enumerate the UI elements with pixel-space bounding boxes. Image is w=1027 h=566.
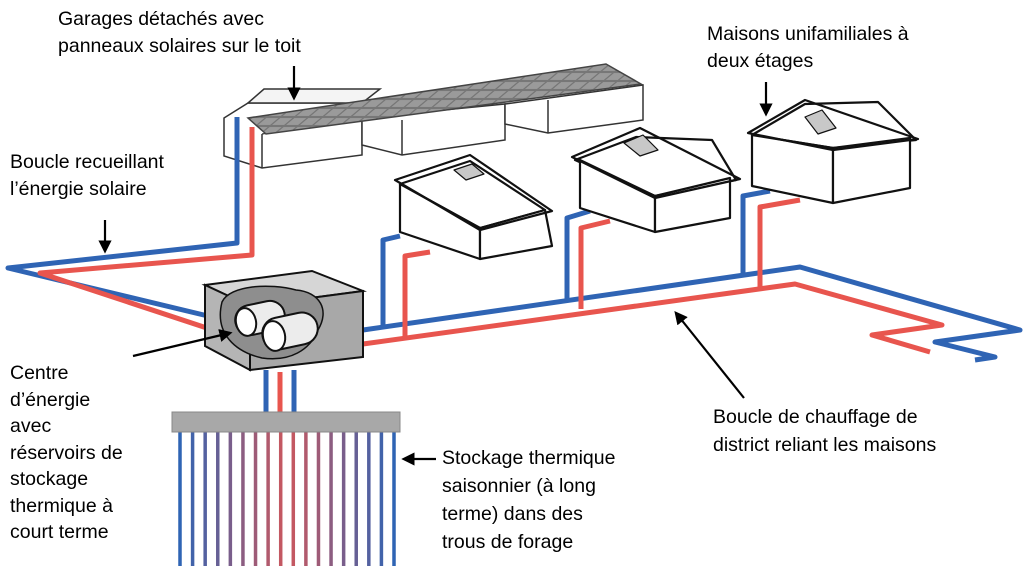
house-1-skylight bbox=[453, 163, 485, 181]
solar-loop-pipes bbox=[5, 117, 255, 336]
district-loop-hot-pipe bbox=[362, 281, 945, 355]
borehole-field bbox=[171, 411, 401, 566]
house-3-cold-riser bbox=[740, 188, 771, 273]
garages-label: Garages détachés avec panneaux solaires … bbox=[58, 8, 301, 57]
district-loop-pipes bbox=[362, 188, 1023, 363]
district-loop-cold-pipe bbox=[362, 264, 1023, 363]
houses-label: Maisons unifamiliales à deux étages bbox=[707, 23, 909, 72]
house-1-hot-riser bbox=[402, 249, 431, 340]
borehole-header-bar bbox=[171, 411, 401, 433]
energy-center bbox=[201, 269, 367, 372]
house-2-hot-riser bbox=[578, 218, 611, 309]
house-3-hot-riser bbox=[757, 197, 801, 288]
storage-label: Stockage thermique saisonnier (à long te… bbox=[442, 447, 616, 553]
borehole-lines bbox=[178, 432, 396, 566]
storage-tank-2 bbox=[261, 311, 319, 352]
center-to-storage-pipes bbox=[263, 370, 297, 414]
house-2 bbox=[570, 126, 742, 234]
house-3-skylight bbox=[804, 109, 837, 135]
energy-center-arrow bbox=[132, 329, 233, 358]
garage-3 bbox=[504, 84, 644, 134]
house-1 bbox=[393, 153, 554, 261]
district-loop-label: Boucle de chauffage de district reliant … bbox=[713, 406, 937, 456]
pointer-arrows bbox=[98, 66, 773, 466]
house-2-skylight bbox=[623, 134, 659, 157]
garage-row bbox=[223, 63, 644, 169]
solar-loop-label: Boucle recueillant l’énergie solaire bbox=[10, 151, 164, 200]
solar-loop-hot-pipe bbox=[37, 127, 255, 336]
house-2-cold-riser bbox=[564, 208, 591, 300]
district-loop-arrow bbox=[674, 310, 745, 399]
solar-panels bbox=[246, 63, 644, 135]
solar-loop-cold-pipe bbox=[5, 117, 240, 319]
house-1-cold-riser bbox=[380, 233, 401, 325]
house-3 bbox=[746, 98, 920, 205]
energy-center-label: Centre d’énergie avec réservoirs de stoc… bbox=[10, 362, 123, 543]
